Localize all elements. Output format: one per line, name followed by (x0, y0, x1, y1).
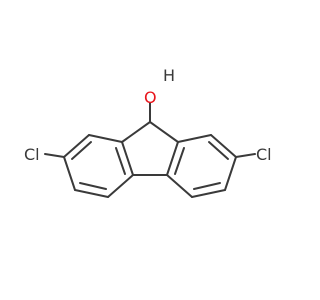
bond-left-ring-4 (63, 156, 76, 191)
bond-left-ring-6 (88, 134, 123, 143)
bond-left-ring-5 (63, 134, 90, 158)
bond-left-c-cl (44, 153, 65, 158)
bond-c9-c8a (149, 121, 179, 143)
bond-right-ring-2 (166, 174, 193, 198)
bond-left-ring-2 (107, 174, 134, 198)
bond-right-ring-4 (224, 156, 237, 191)
bond-right-ring-1-inner (174, 147, 185, 175)
bond-right-ring-6 (177, 134, 212, 143)
bond-right-ring-3-inner (193, 182, 221, 190)
bond-right-ring-3 (191, 189, 226, 198)
atom-labels: O H Cl Cl (24, 66, 272, 164)
bond-left-ring-1-inner (115, 147, 126, 175)
oxygen-label: O (144, 88, 157, 107)
chlorine-left-label: Cl (24, 145, 40, 164)
structure-diagram: O H Cl Cl (24, 66, 272, 198)
bond-lines (44, 102, 256, 198)
bond-c9-c9a (121, 121, 151, 143)
bond-right-c-cl (235, 153, 256, 158)
bond-right-ring-5-inner (208, 141, 229, 160)
bond-left-ring-3 (74, 189, 109, 198)
bond-left-ring-3-inner (79, 182, 107, 190)
chlorine-right-label: Cl (256, 145, 272, 164)
bond-right-ring-1 (166, 141, 179, 176)
bond-right-ring-5 (210, 134, 237, 158)
bond-left-ring-1 (121, 141, 134, 176)
hydrogen-label: H (163, 66, 175, 85)
bond-left-ring-5-inner (71, 141, 92, 160)
